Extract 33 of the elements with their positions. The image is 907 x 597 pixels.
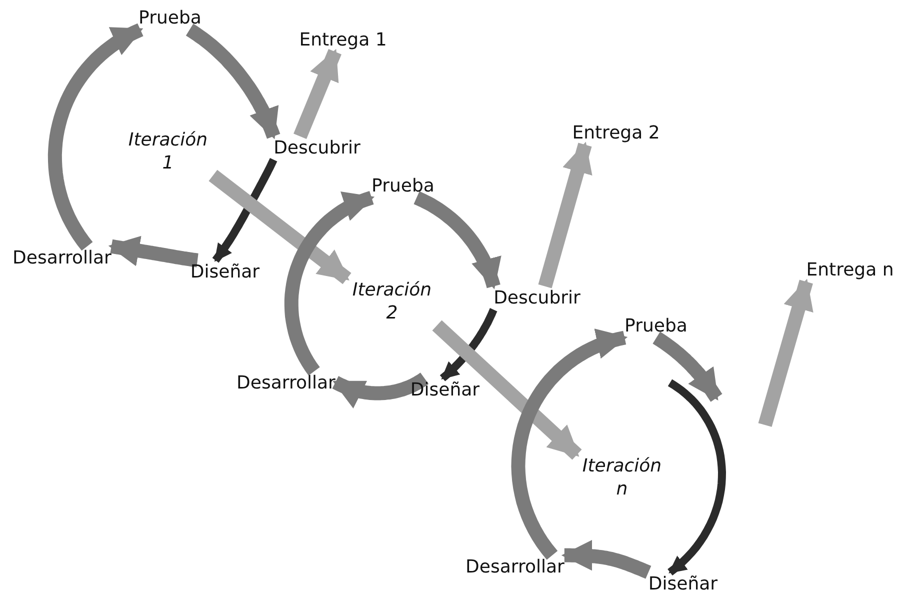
cycle-arrow xyxy=(560,540,654,579)
cycle-arrow xyxy=(668,379,726,576)
cycle-arrow xyxy=(186,24,280,140)
stage-label: Prueba xyxy=(138,6,202,30)
stage-label: Diseñar xyxy=(648,572,718,596)
stage-label: Diseñar xyxy=(410,378,480,402)
arrow xyxy=(758,278,814,427)
cycle-arrow xyxy=(284,191,375,376)
stage-label: Prueba xyxy=(372,174,434,198)
arrow xyxy=(538,142,592,288)
stage-label: Descubrir xyxy=(494,286,580,310)
delivery-label: Entrega 2 xyxy=(572,121,660,145)
arrow xyxy=(208,170,352,284)
iteration-label: Iteración 2 xyxy=(347,278,437,326)
stage-label: Descubrir xyxy=(274,136,360,160)
iteration-label: Iteración 1 xyxy=(123,128,213,176)
stage-label: Desarrollar xyxy=(12,246,112,270)
delivery-label: Entrega n xyxy=(806,258,894,282)
cycle-arrow xyxy=(212,158,278,263)
cycle-arrow xyxy=(440,308,498,382)
cycle-arrow xyxy=(330,372,430,408)
iteration-label: Iteración n xyxy=(577,454,667,502)
cycle-arrow xyxy=(412,191,502,290)
stage-label: Diseñar xyxy=(190,260,260,284)
stage-label: Prueba xyxy=(624,314,688,338)
delivery-label: Entrega 1 xyxy=(299,28,387,52)
arrow xyxy=(294,48,342,139)
arrow xyxy=(432,320,582,460)
stage-label: Desarrollar xyxy=(236,371,336,395)
cycle-arrow xyxy=(48,23,144,251)
stage-label: Desarrollar xyxy=(466,555,564,579)
cycle-arrow xyxy=(511,328,628,560)
cycle-arrow xyxy=(652,332,722,404)
